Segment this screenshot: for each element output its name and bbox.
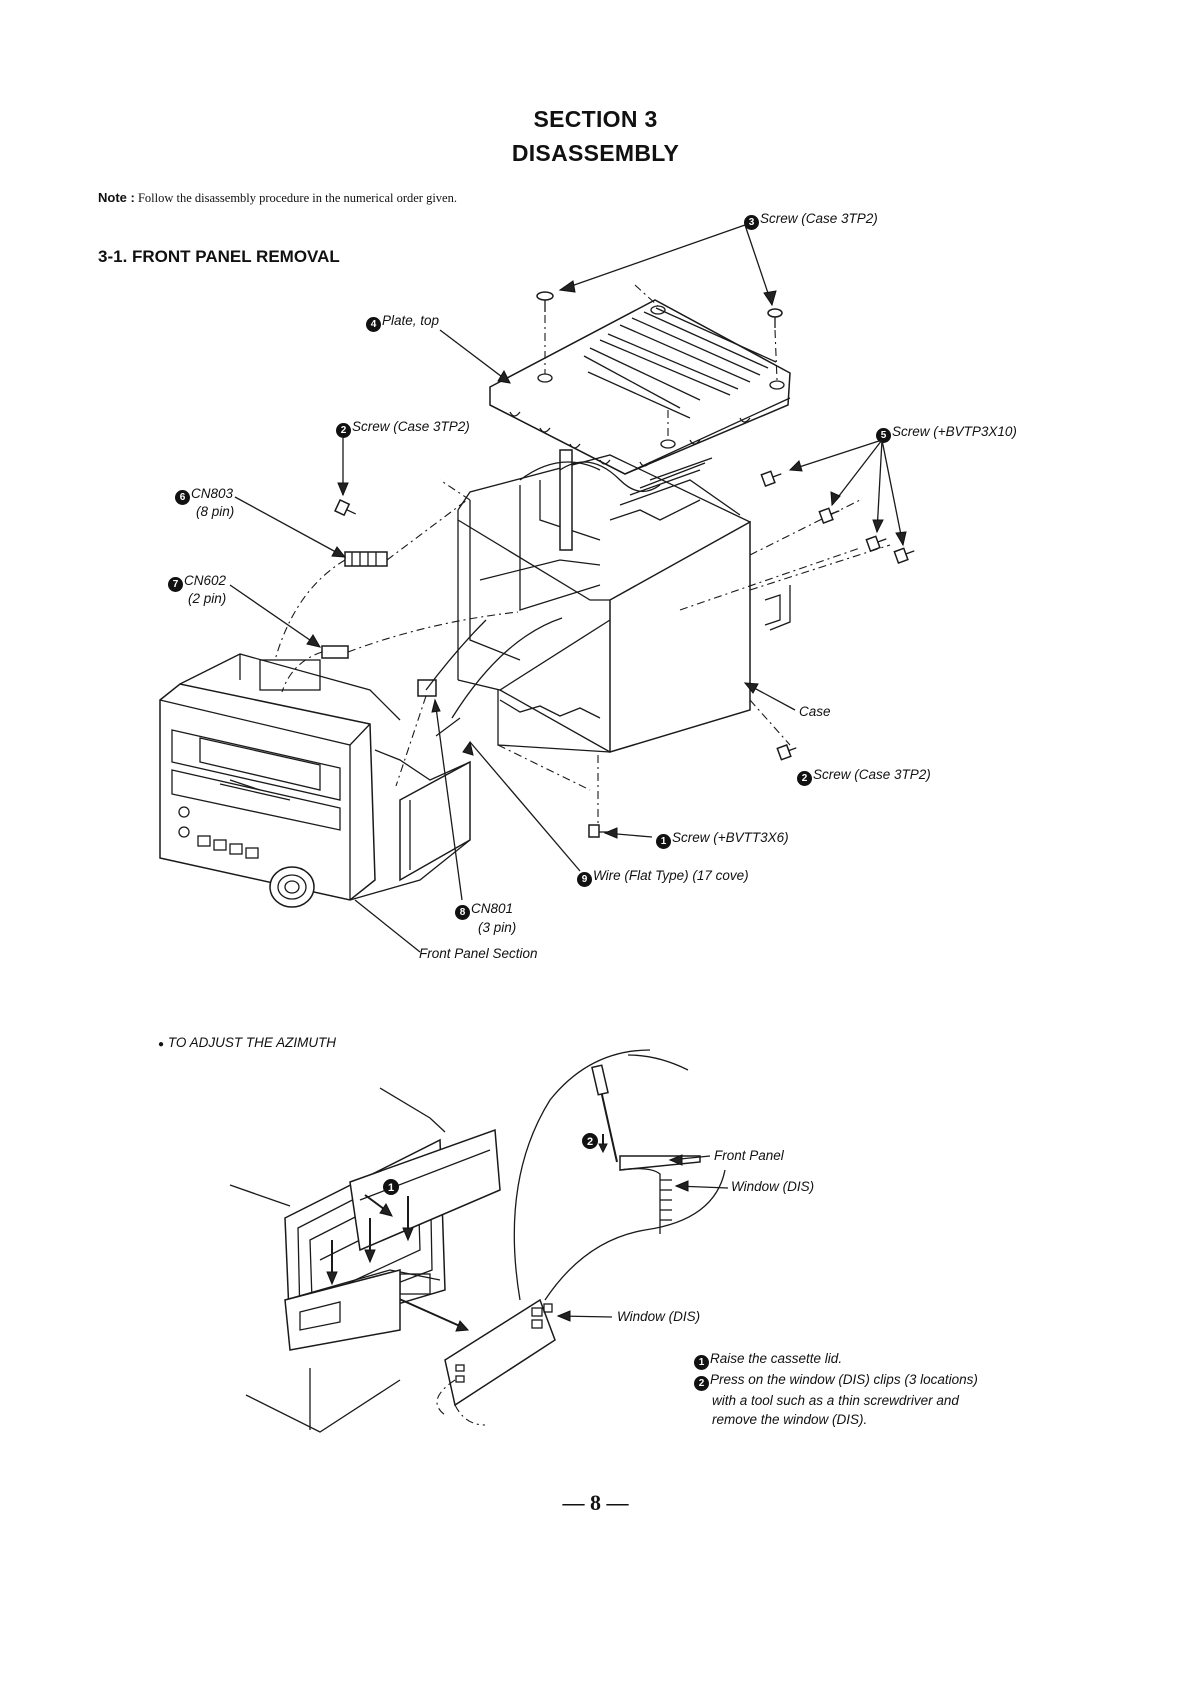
callout-text: Screw (+BVTP3X10) [892,424,1017,439]
callout-text: Plate, top [382,313,440,328]
label-front-panel: Front Panel [714,1148,784,1163]
page-number: — 8 — [562,1490,629,1515]
callout-cn801-pins: (3 pin) [478,920,517,935]
page-title: DISASSEMBLY [511,140,680,166]
note-label: Note : [98,190,135,205]
step-number: 7 [168,577,183,592]
step-2-cont: remove the window (DIS). [712,1412,868,1427]
azimuth-drawing [229,1049,729,1433]
step-marker-1: 1 [388,1182,394,1194]
top-plate-drawing [489,299,791,475]
step-marker-2: 2 [587,1136,593,1148]
label-window-dis-detail: Window (DIS) [731,1179,815,1194]
callout-text: Screw (+BVTT3X6) [672,830,789,845]
callout-text: CN602 [184,573,227,588]
step-number: 8 [455,905,470,920]
callout-text: CN801 [471,901,514,916]
callout-text: Wire (Flat Type) (17 cove) [593,868,749,883]
callout-front-panel-section: Front Panel Section [419,946,538,961]
callout-text: Screw (Case 3TP2) [352,419,470,434]
screw-icon [536,291,783,328]
front-panel-drawing [159,653,471,908]
step-number: 9 [577,872,592,887]
callout-cn602-pins: (2 pin) [188,591,227,606]
step-number: 2 [694,1376,709,1391]
azimuth-heading-text: TO ADJUST THE AZIMUTH [167,1035,337,1050]
note-text: Follow the disassembly procedure in the … [137,191,457,205]
label-window-dis: Window (DIS) [617,1309,701,1324]
azimuth-heading: ● TO ADJUST THE AZIMUTH [158,1035,337,1050]
step-number: 4 [366,317,381,332]
callout-case: Case [799,704,831,719]
connector-drawing [321,551,437,697]
step-number: 6 [175,490,190,505]
step-number: 3 [744,215,759,230]
step-2-cont: with a tool such as a thin screwdriver a… [712,1393,959,1408]
subsection-heading: 3-1. FRONT PANEL REMOVAL [98,247,340,266]
callout-text: Screw (Case 3TP2) [813,767,931,782]
screw-icon [334,470,915,838]
step-text: Raise the cassette lid. [710,1351,843,1366]
step-number: 1 [694,1355,709,1370]
step-number: 2 [336,423,351,438]
callout-text: Screw (Case 3TP2) [760,211,878,226]
step-text: Press on the window (DIS) clips (3 locat… [710,1372,978,1387]
callout-cn803-pins: (8 pin) [196,504,235,519]
section-number: SECTION 3 [533,106,658,132]
step-number: 5 [876,428,891,443]
case-drawing [457,449,751,754]
callout-text: CN803 [191,486,234,501]
step-number: 1 [656,834,671,849]
note: Note : Follow the disassembly procedure … [98,190,457,206]
step-number: 2 [797,771,812,786]
